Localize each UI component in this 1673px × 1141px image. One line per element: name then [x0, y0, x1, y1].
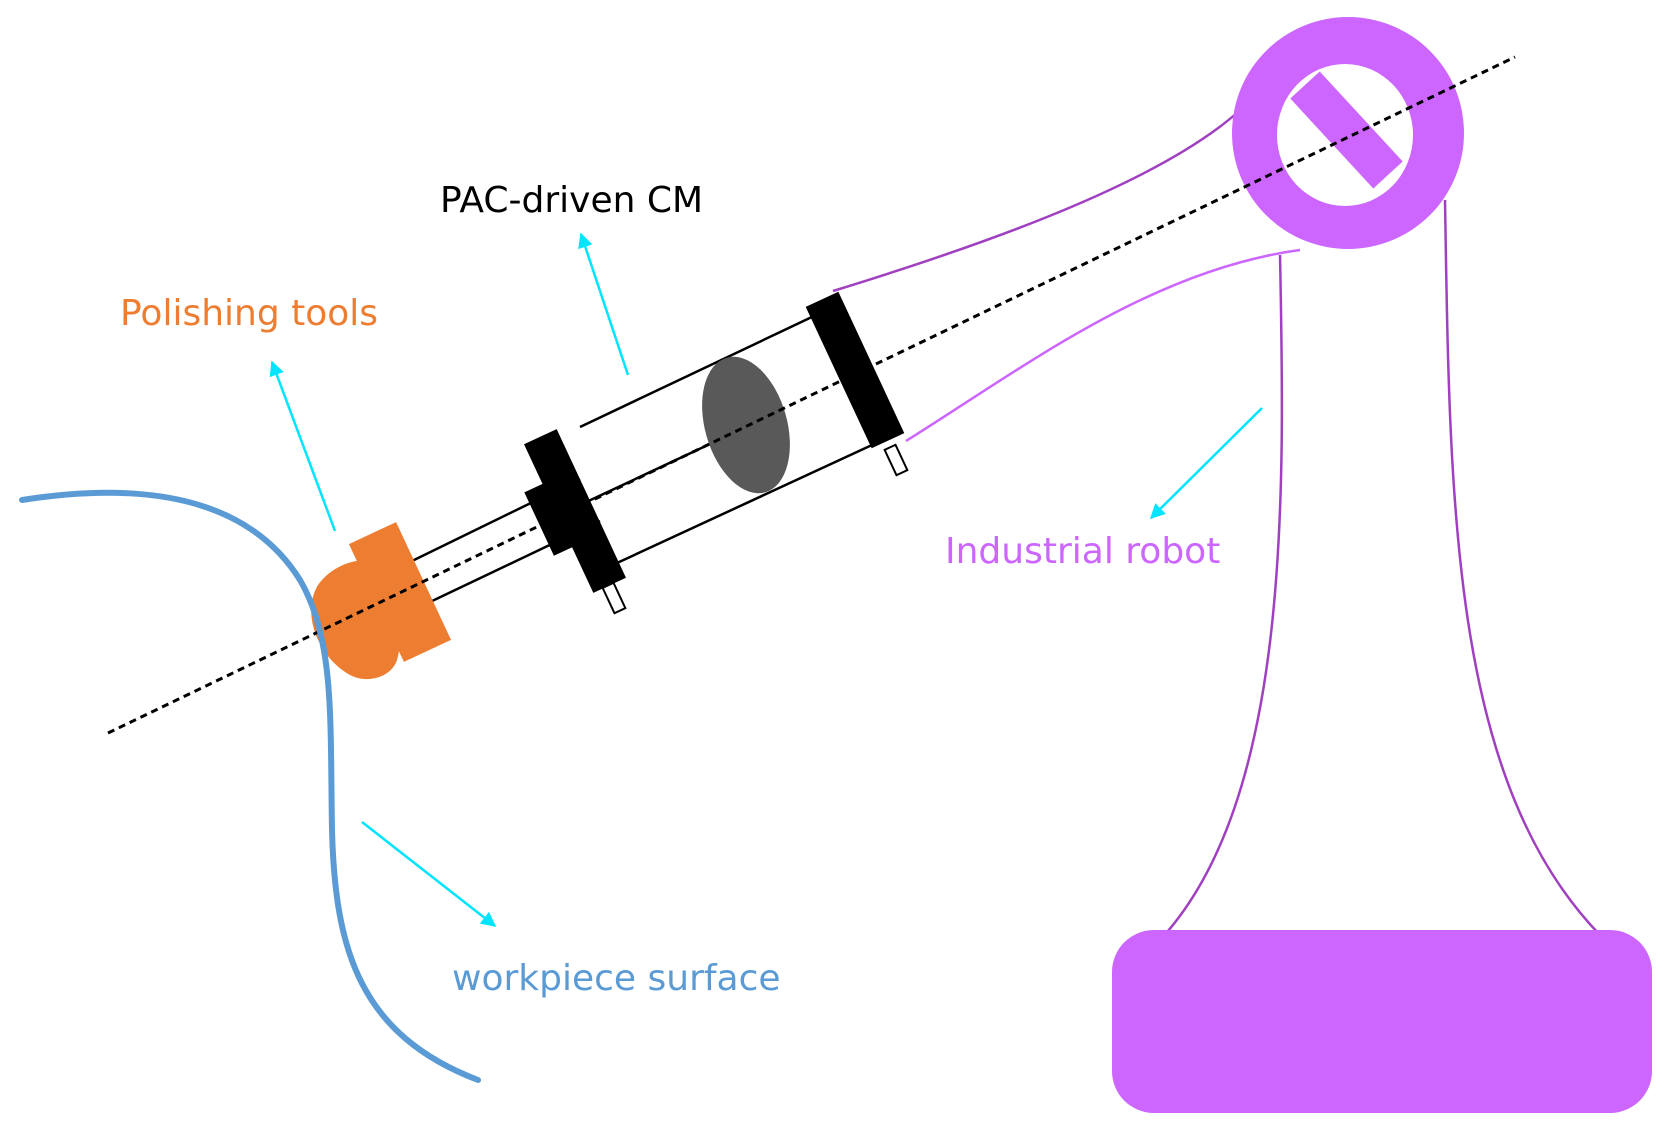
robot-upper-arm-top-edge [832, 111, 1239, 293]
workpiece-surface-curve [19, 489, 481, 1083]
cm-frame-bottom-rail [616, 443, 873, 565]
pac-driven-cm-arrow [578, 232, 630, 376]
cm-left-plate [524, 429, 626, 593]
cm-right-pin [883, 443, 909, 477]
robot-column-right-edge [1443, 199, 1601, 936]
polishing-tools-arrow [269, 360, 337, 532]
industrial-robot-label: Industrial robot [945, 531, 1220, 572]
robot-joint-bar [1290, 71, 1403, 189]
robot-column-left-edge [1159, 254, 1284, 941]
industrial-robot-arrow [1149, 407, 1263, 520]
cm-right-plate [805, 291, 905, 449]
workpiece-surface-arrow [361, 821, 497, 927]
cm-left-pin [601, 581, 627, 615]
pac-driven-cm-label: PAC-driven CM [440, 180, 703, 221]
industrial-robot [832, 17, 1652, 1113]
polishing-tool-head [311, 560, 400, 680]
workpiece-surface-label: workpiece surface [452, 958, 781, 999]
cm-left-small-plate [524, 482, 576, 556]
cm-frame-top-rail [579, 305, 834, 429]
pac-driven-cm [411, 291, 909, 615]
central-axis [107, 55, 1516, 735]
robot-base [1112, 930, 1652, 1113]
polishing-tools-label: Polishing tools [120, 293, 378, 334]
robot-upper-arm-bottom-edge [905, 248, 1301, 443]
